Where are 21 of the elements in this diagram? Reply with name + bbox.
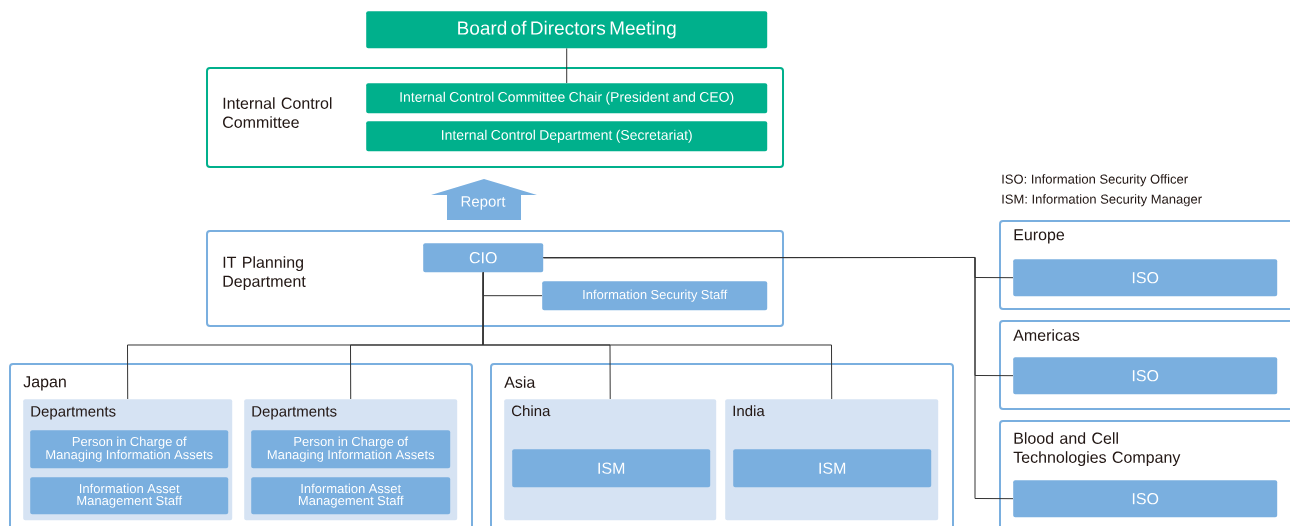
role-box: Person in Charge of Managing Information Assets	[251, 430, 451, 469]
role-box: ISO	[1013, 357, 1278, 395]
role-box: Internal Control Department (Secretariat)	[366, 121, 768, 152]
note-text: ISM: Information Security Manager	[1002, 194, 1202, 207]
connector-line	[542, 257, 1014, 500]
connector-line	[566, 47, 568, 84]
role-box: Information Asset Management Staff	[30, 477, 229, 515]
role-box: ISO	[1013, 480, 1278, 518]
role-box: Board of Directors Meeting	[366, 11, 768, 49]
role-box: CIO	[423, 243, 544, 273]
role-box: Internal Control Committee Chair (President and CEO)	[366, 83, 768, 114]
edge-label: Report	[461, 196, 506, 210]
note-text: ISO: Information Security Officer	[1002, 174, 1188, 187]
role-box: Information Asset Management Staff	[251, 477, 451, 515]
role-box: ISM	[733, 449, 932, 488]
role-box: Person in Charge of Managing Information Assets	[30, 430, 229, 469]
role-box: ISM	[512, 449, 711, 488]
block-arrow	[431, 179, 537, 220]
role-box: Information Security Staff	[542, 281, 768, 311]
role-box: ISO	[1013, 259, 1278, 297]
connector-line	[482, 271, 833, 400]
